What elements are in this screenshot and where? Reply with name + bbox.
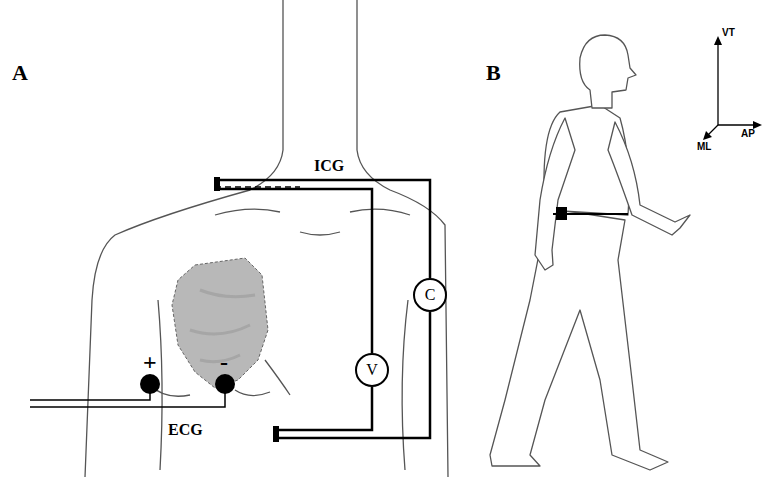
meter-circle: V xyxy=(355,353,389,387)
axis-label: AP xyxy=(741,129,755,139)
polarity-sign: + xyxy=(143,350,157,374)
panel-letter: B xyxy=(486,62,501,84)
signal-name: ICG xyxy=(314,158,344,174)
axis-label: ML xyxy=(697,142,711,152)
meter-circle: C xyxy=(413,278,447,312)
meter-symbol: V xyxy=(366,362,378,378)
polarity-sign: - xyxy=(220,350,228,374)
signal-name: ECG xyxy=(168,422,203,438)
axis-label: VT xyxy=(722,28,735,38)
panel-letter: A xyxy=(12,62,28,84)
meter-symbol: C xyxy=(425,287,436,303)
